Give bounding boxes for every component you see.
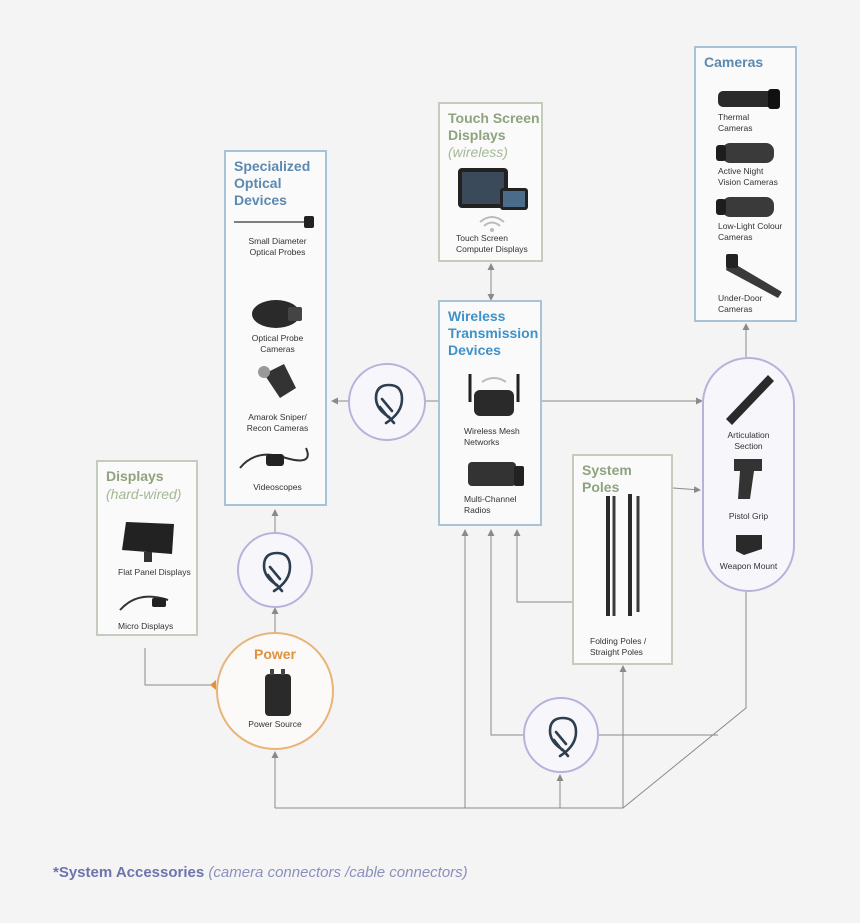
optical-probe-cameras-label: Optical Probe Cameras — [251, 333, 304, 354]
system-poles-title: System Poles — [582, 462, 632, 495]
wireless-panel: Wireless Transmission Devices Wireless M… — [438, 300, 542, 526]
displays-subtitle: (hard-wired) — [106, 486, 182, 502]
pole-icons — [606, 494, 640, 616]
pistol-grip-icon — [734, 459, 762, 499]
displays-panel: Displays (hard-wired) Flat Panel Display… — [96, 460, 198, 636]
touch-screen-label: Touch Screen Computer Displays — [456, 233, 528, 254]
articulation-icon — [726, 375, 774, 425]
accessory-icons — [726, 375, 774, 555]
touch-display-icon — [458, 168, 528, 232]
power-title: Power — [253, 646, 296, 662]
power-circle: Power Power Source — [216, 632, 334, 750]
cameras-title: Cameras — [704, 54, 764, 70]
camera-icons — [716, 89, 782, 298]
mesh-network-icon — [468, 374, 520, 416]
system-accessories-footer: *System Accessories (camera connectors /… — [53, 864, 468, 881]
touch-screen-subtitle: (wireless) — [448, 144, 508, 160]
flat-panel-label: Flat Panel Displays — [118, 567, 191, 577]
thermal-camera-icon — [718, 89, 780, 109]
cameras-panel: Cameras Thermal Cameras Active Night Vis… — [694, 46, 797, 322]
poles-label: Folding Poles / Straight Poles — [590, 636, 647, 657]
low-light-camera-icon — [716, 197, 774, 217]
thermal-cameras-label: Thermal Cameras — [718, 112, 753, 133]
display-icons — [119, 522, 174, 611]
low-light-cameras-label: Low-Light Colour Cameras — [718, 221, 783, 242]
micro-display-icon — [119, 595, 169, 611]
connector-circle-wireless — [348, 363, 426, 441]
power-source-label: Power Source — [248, 719, 302, 729]
system-poles-panel: System Poles Folding Poles / Straight Po… — [572, 454, 673, 665]
optical-probes-label: Small Diameter Optical Probes — [248, 236, 307, 257]
connector-circle-optical — [237, 532, 313, 608]
micro-displays-label: Micro Displays — [118, 621, 174, 631]
touch-screen-title: Touch Screen Displays — [448, 110, 540, 143]
under-door-cameras-label: Under-Door Cameras — [718, 293, 763, 314]
radio-icon — [468, 462, 524, 486]
connector-icon — [262, 551, 292, 593]
under-door-camera-icon — [726, 254, 782, 298]
night-vision-camera-icon — [716, 143, 774, 163]
wireless-icons — [468, 374, 524, 486]
videoscope-icon — [239, 447, 309, 469]
touch-screen-panel: Touch Screen Displays (wireless) Touch S… — [438, 102, 543, 262]
battery-icon — [265, 669, 291, 716]
footer-italic: (camera connectors /cable connectors) — [208, 864, 468, 881]
straight-pole-icon — [628, 494, 640, 616]
radios-label: Multi-Channel Radios — [464, 494, 517, 515]
optical-devices-title: Specialized Optical Devices — [234, 158, 311, 208]
optical-probe-camera-icon — [252, 300, 302, 328]
optical-devices-panel: Specialized Optical Devices Small Diamet… — [224, 150, 327, 506]
mesh-networks-label: Wireless Mesh Networks — [464, 426, 520, 447]
wireless-title: Wireless Transmission Devices — [448, 308, 539, 358]
optical-icons — [234, 216, 314, 469]
optical-probe-icon — [234, 216, 314, 228]
night-vision-cameras-label: Active Night Vision Cameras — [718, 166, 778, 187]
pistol-grip-label: Pistol Grip — [728, 511, 769, 521]
articulation-label: Articulation Section — [727, 430, 770, 451]
folding-pole-icon — [606, 496, 616, 616]
displays-title: Displays — [106, 468, 164, 484]
weapon-mount-label: Weapon Mount — [719, 561, 778, 571]
sniper-camera-icon — [258, 364, 296, 398]
connector-circle-bottom — [523, 697, 599, 773]
connector-icon — [548, 716, 578, 758]
videoscopes-label: Videoscopes — [253, 482, 302, 492]
accessories-capsule: Articulation Section Pistol Grip Weapon … — [702, 357, 795, 592]
flat-panel-icon — [122, 522, 174, 562]
sniper-cameras-label: Amarok Sniper/ Recon Cameras — [246, 412, 309, 433]
weapon-mount-icon — [736, 535, 762, 555]
connector-icon — [374, 383, 404, 425]
footer-bold: *System Accessories — [53, 864, 205, 881]
